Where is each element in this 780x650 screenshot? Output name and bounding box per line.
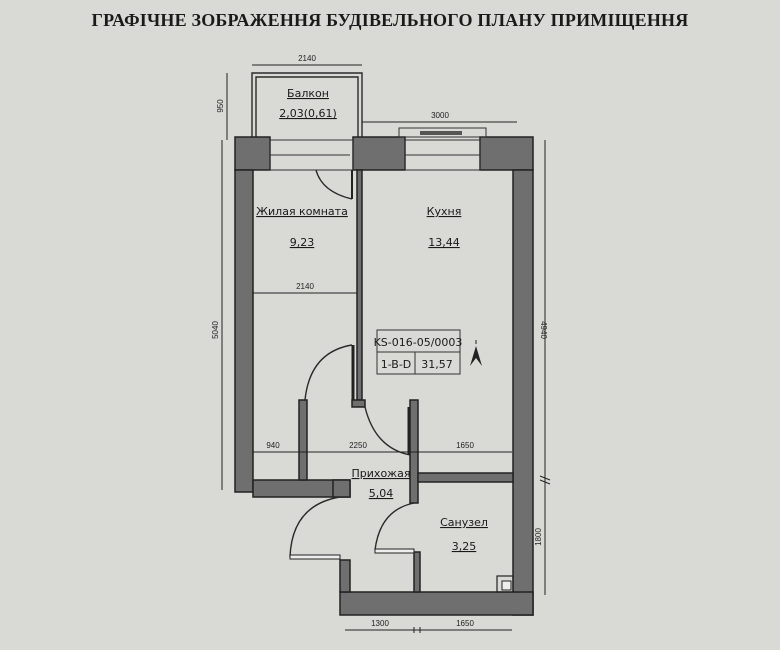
balcony-outline	[251, 72, 363, 140]
dim-balcony-depth: 950	[216, 99, 225, 113]
dim-mid-c: 1650	[456, 441, 474, 450]
north-arrow-icon	[470, 340, 482, 366]
stamp-code: KS-016-05/0003	[374, 336, 463, 349]
dim-left-height: 5040	[211, 321, 220, 339]
dim-bottom-a: 1300	[371, 619, 389, 628]
apartment-stamp: KS-016-05/0003 1-B-D 31,57	[374, 329, 463, 375]
living-area: 9,23	[290, 236, 315, 249]
dim-right-upper: 4940	[539, 321, 548, 339]
dim-kitchen-window: 3000	[431, 111, 449, 120]
dim-mid-b: 2250	[349, 441, 367, 450]
room-labels: Балкон 2,03(0,61) Жилая комната 9,23 Кух…	[256, 87, 488, 553]
dimension-labels: 2140 950 3000 2140 5040 4940 1800 940 22…	[211, 54, 548, 628]
dim-bottom-b: 1650	[456, 619, 474, 628]
dim-mid-a: 940	[266, 441, 280, 450]
page-title: ГРАФІЧНЕ ЗОБРАЖЕННЯ БУДІВЕЛЬНОГО ПЛАНУ П…	[91, 10, 689, 30]
kitchen-name: Кухня	[427, 205, 462, 218]
stamp-type: 1-B-D	[381, 358, 412, 371]
balcony-door-opening	[269, 139, 354, 171]
balcony-area: 2,03(0,61)	[279, 107, 337, 120]
dimension-lines	[221, 64, 551, 633]
hall-name: Прихожая	[352, 467, 411, 480]
stamp-total-area: 31,57	[421, 358, 453, 371]
walls	[234, 136, 534, 616]
dim-right-lower: 1800	[534, 528, 543, 546]
doors	[289, 169, 415, 560]
dim-balcony-width: 2140	[298, 54, 316, 63]
kitchen-area: 13,44	[428, 236, 460, 249]
dim-living-width: 2140	[296, 282, 314, 291]
balcony-name: Балкон	[287, 87, 329, 100]
living-name: Жилая комната	[256, 205, 348, 218]
bathroom-name: Санузел	[440, 516, 488, 529]
hall-area: 5,04	[369, 487, 394, 500]
bathroom-area: 3,25	[452, 540, 477, 553]
kitchen-window	[398, 127, 487, 171]
